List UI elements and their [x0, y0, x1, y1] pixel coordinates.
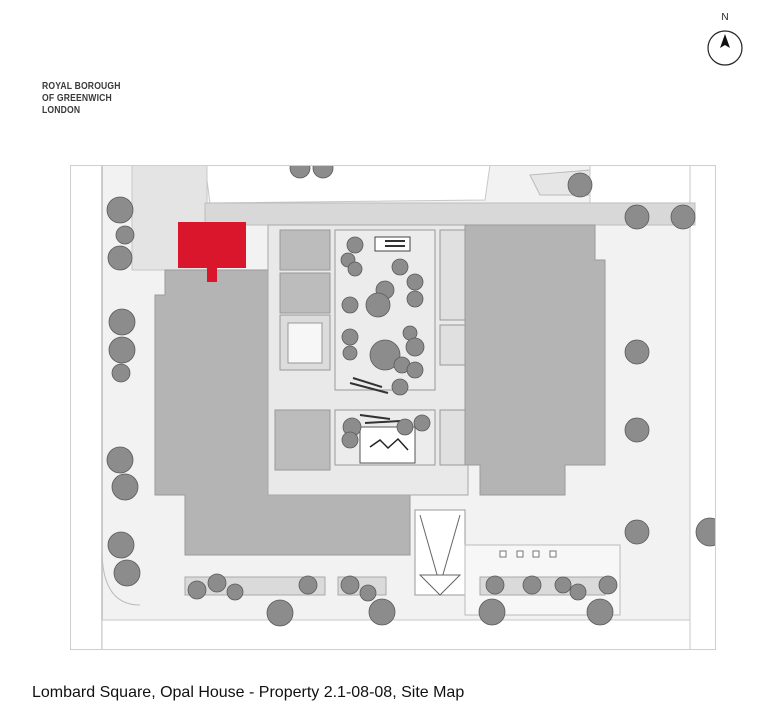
royal-borough-of-greenwich-logo: ROYAL BOROUGH OF GREENWICH LONDON	[42, 80, 121, 116]
logo-line-1: ROYAL BOROUGH	[42, 80, 121, 92]
property-2-1-08-08-highlight	[178, 222, 246, 268]
compass-icon	[707, 30, 743, 66]
site-map	[70, 165, 716, 650]
logo-line-3: LONDON	[42, 104, 81, 116]
north-arrow-compass: N	[705, 10, 745, 70]
trees	[106, 165, 716, 627]
compass-north-label: N	[721, 12, 729, 23]
left-road	[70, 165, 103, 650]
bottom-road	[101, 619, 691, 650]
right-road	[689, 165, 716, 650]
logo-line-2: OF GREENWICH	[42, 92, 112, 104]
top-road	[204, 165, 491, 204]
map-caption: Lombard Square, Opal House - Property 2.…	[32, 684, 465, 701]
right-building	[464, 224, 606, 496]
